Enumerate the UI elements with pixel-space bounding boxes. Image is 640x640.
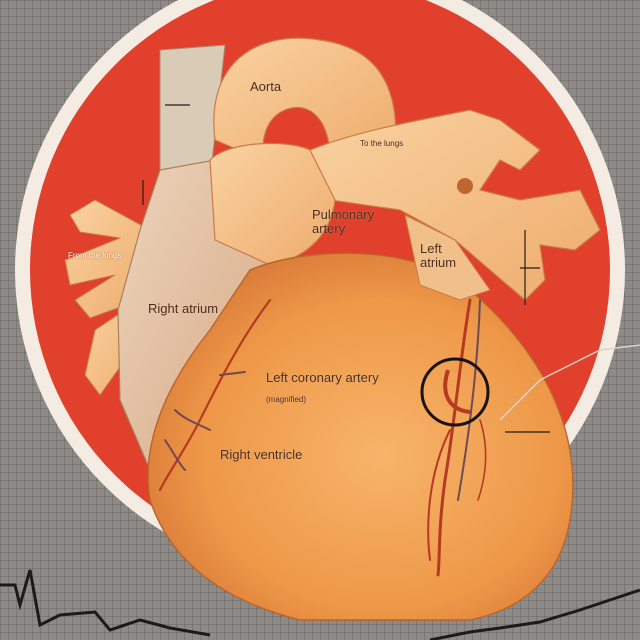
label-pulmonary-line1: Pulmonary <box>312 208 374 222</box>
label-to-the-lungs: To the lungs <box>360 140 403 148</box>
label-right-ventricle: Right ventricle <box>220 448 302 462</box>
label-left-atrium: Left atrium <box>420 242 456 269</box>
label-right-atrium: Right atrium <box>148 302 218 316</box>
label-magnified: (magnified) <box>266 396 306 404</box>
label-pulmonary-artery: Pulmonary artery <box>312 208 374 235</box>
label-left-atrium-line1: Left <box>420 242 456 256</box>
label-left-coronary-artery: Left coronary artery <box>266 371 379 385</box>
label-from-the-lungs: From the lungs <box>68 252 121 260</box>
label-left-atrium-line2: atrium <box>420 256 456 270</box>
label-pulmonary-line2: artery <box>312 222 374 236</box>
label-aorta: Aorta <box>250 80 281 94</box>
